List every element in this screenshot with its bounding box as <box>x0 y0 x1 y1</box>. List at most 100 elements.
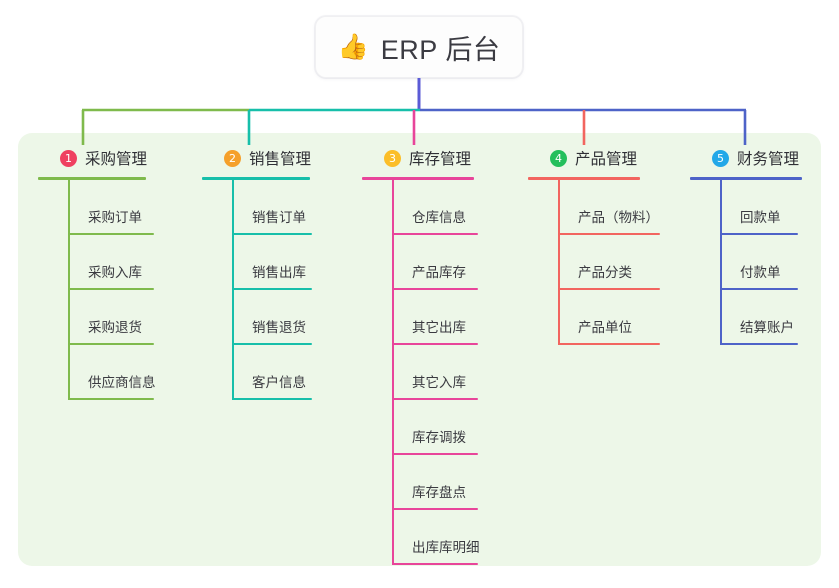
leaf-item[interactable]: 库存盘点 <box>362 455 478 510</box>
leaf-item-label: 产品（物料） <box>578 210 659 225</box>
leaf-item[interactable]: 结算账户 <box>690 290 802 345</box>
branch-spine <box>720 180 722 345</box>
leaf-item-label: 库存盘点 <box>412 485 466 500</box>
leaf-item-rule <box>68 233 154 235</box>
branch-title: 采购管理 <box>85 151 148 168</box>
branch-spine <box>558 180 560 345</box>
leaf-item-label: 结算账户 <box>740 320 794 335</box>
leaf-item[interactable]: 销售订单 <box>202 180 312 235</box>
branch-column-4: 4 产品管理产品（物料） 产品分类产品单位 <box>528 146 660 345</box>
root-node-card[interactable]: 👍 ERP 后台 <box>315 16 523 78</box>
branch-header-1[interactable]: 1 采购管理 <box>38 146 148 170</box>
branch-column-1: 1 采购管理采购订单采购入库采购退货供应商信息 <box>38 146 156 400</box>
branch-spine <box>68 180 70 400</box>
leaf-item[interactable]: 销售出库 <box>202 235 312 290</box>
leaf-item[interactable]: 销售退货 <box>202 290 312 345</box>
leaf-item-rule <box>232 233 312 235</box>
branch-number-badge: 1 <box>60 149 77 167</box>
branch-number-badge: 5 <box>712 149 729 167</box>
branch-header-2[interactable]: 2 销售管理 <box>202 146 312 170</box>
branch-title: 产品管理 <box>575 151 638 168</box>
leaf-item[interactable]: 付款单 <box>690 235 802 290</box>
branch-title: 库存管理 <box>409 151 472 168</box>
leaf-item-rule <box>720 233 798 235</box>
branch-header-5[interactable]: 5 财务管理 <box>690 146 802 170</box>
leaf-item[interactable]: 出库库明细 <box>362 510 480 565</box>
branch-number-badge: 2 <box>224 149 241 167</box>
leaf-item-label: 仓库信息 <box>412 210 466 225</box>
leaf-item-label: 销售出库 <box>252 265 306 280</box>
branch-number-badge: 3 <box>384 149 401 167</box>
root-node-content: 👍 ERP 后台 <box>338 28 501 67</box>
branches-panel <box>18 133 821 566</box>
leaf-item-label: 采购订单 <box>88 210 142 225</box>
leaf-item[interactable]: 产品单位 <box>528 290 660 345</box>
leaf-item-rule <box>392 398 478 400</box>
branch-column-5: 5 财务管理回款单付款单结算账户 <box>690 146 802 345</box>
leaf-item[interactable]: 其它出库 <box>362 290 478 345</box>
leaf-item[interactable]: 供应商信息 <box>38 345 156 400</box>
leaf-item[interactable]: 其它入库 <box>362 345 478 400</box>
leaf-item[interactable]: 回款单 <box>690 180 802 235</box>
branch-spine <box>232 180 234 400</box>
branch-header-4[interactable]: 4 产品管理 <box>528 146 640 170</box>
root-node-title: ERP 后台 <box>380 34 501 65</box>
leaf-item-label: 出库库明细 <box>412 540 480 555</box>
branch-number-badge: 4 <box>550 149 567 167</box>
leaf-item-rule <box>720 288 798 290</box>
leaf-item[interactable]: 库存调拨 <box>362 400 478 455</box>
leaf-item[interactable]: 客户信息 <box>202 345 312 400</box>
leaf-item[interactable]: 采购退货 <box>38 290 154 345</box>
leaf-item-rule <box>392 233 478 235</box>
branch-column-3: 3 库存管理仓库信息产品库存其它出库其它入库库存调拨库存盘点出库库明细 <box>362 146 480 565</box>
leaf-item-rule <box>392 453 478 455</box>
leaf-item-rule <box>558 288 660 290</box>
leaf-item-rule <box>392 288 478 290</box>
leaf-item-rule <box>558 343 660 345</box>
leaf-item-label: 采购退货 <box>88 320 142 335</box>
leaf-item-rule <box>68 288 154 290</box>
leaf-item-rule <box>720 343 798 345</box>
branch-items: 仓库信息产品库存其它出库其它入库库存调拨库存盘点出库库明细 <box>362 180 480 565</box>
branch-header-rule <box>690 177 802 180</box>
branch-items: 采购订单采购入库采购退货供应商信息 <box>38 180 156 400</box>
branch-header-rule <box>38 177 146 180</box>
branch-header-3[interactable]: 3 库存管理 <box>362 146 474 170</box>
leaf-item[interactable]: 采购入库 <box>38 235 154 290</box>
leaf-item-rule <box>68 398 154 400</box>
leaf-item-label: 其它入库 <box>412 375 466 390</box>
leaf-item-rule <box>232 288 312 290</box>
leaf-item-rule <box>232 343 312 345</box>
leaf-item-rule <box>392 563 478 565</box>
leaf-item-label: 采购入库 <box>88 265 142 280</box>
branch-spine <box>392 180 394 565</box>
leaf-item-rule <box>232 398 312 400</box>
branch-items: 销售订单销售出库销售退货客户信息 <box>202 180 312 400</box>
branch-items: 回款单付款单结算账户 <box>690 180 802 345</box>
leaf-item[interactable]: 产品分类 <box>528 235 660 290</box>
leaf-item[interactable]: 产品库存 <box>362 235 478 290</box>
leaf-item-label: 产品单位 <box>578 320 632 335</box>
leaf-item-label: 销售订单 <box>252 210 306 225</box>
branch-column-2: 2 销售管理销售订单销售出库销售退货客户信息 <box>202 146 312 400</box>
branch-header-rule <box>528 177 640 180</box>
leaf-item-label: 供应商信息 <box>88 375 156 390</box>
leaf-item-rule <box>558 233 660 235</box>
branch-header-rule <box>202 177 310 180</box>
branch-header-rule <box>362 177 474 180</box>
leaf-item-rule <box>68 343 154 345</box>
branch-title: 销售管理 <box>249 151 312 168</box>
leaf-item-label: 产品分类 <box>578 265 632 280</box>
leaf-item-label: 付款单 <box>740 265 781 280</box>
branch-items: 产品（物料） 产品分类产品单位 <box>528 180 660 345</box>
leaf-item-label: 销售退货 <box>252 320 306 335</box>
leaf-item-rule <box>392 508 478 510</box>
leaf-item-label: 库存调拨 <box>412 430 466 445</box>
branch-title: 财务管理 <box>737 151 800 168</box>
thumbs-up-icon: 👍 <box>337 32 369 61</box>
leaf-item[interactable]: 仓库信息 <box>362 180 478 235</box>
leaf-item[interactable]: 产品（物料） <box>528 180 660 235</box>
leaf-item-label: 回款单 <box>740 210 781 225</box>
leaf-item[interactable]: 采购订单 <box>38 180 154 235</box>
